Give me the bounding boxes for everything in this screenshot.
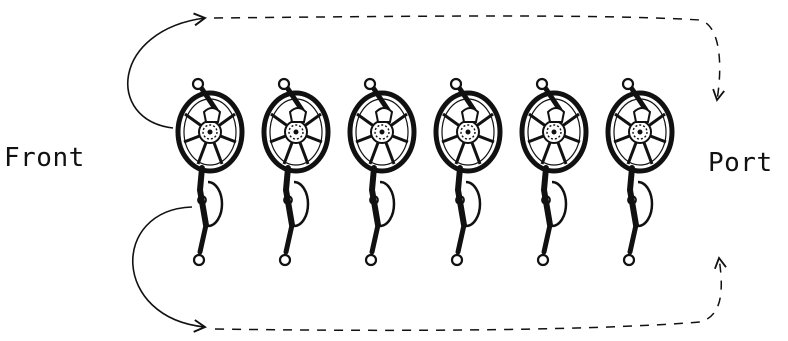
figure-with-round-shield-icon [178,79,242,265]
figure-with-round-shield-icon [436,79,500,265]
figures-row [178,79,672,265]
front-label: Front [4,143,85,173]
bottom-dashed-route [215,258,721,330]
bottom-curved-arrow [133,207,205,327]
figure-with-round-shield-icon [264,79,328,265]
top-curved-arrow [128,18,205,128]
figure-with-round-shield-icon [608,79,672,265]
figure-with-round-shield-icon [522,79,586,265]
figure-with-round-shield-icon [350,79,414,265]
port-label: Port [708,148,773,178]
